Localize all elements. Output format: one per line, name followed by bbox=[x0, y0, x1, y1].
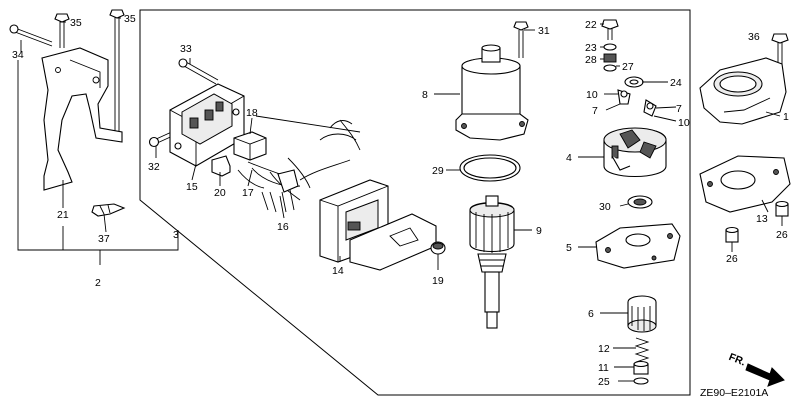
part-number-31: 31 bbox=[538, 25, 550, 37]
starter-motor-group bbox=[455, 21, 529, 329]
bracket-assembly bbox=[9, 9, 179, 265]
part-number-6: 6 bbox=[588, 308, 594, 320]
part-number-28: 28 bbox=[585, 54, 597, 66]
part-number-14: 14 bbox=[332, 265, 344, 277]
part-number-1: 1 bbox=[783, 111, 789, 123]
part-number-20: 20 bbox=[214, 187, 226, 199]
part-number-7: 7 bbox=[676, 103, 682, 115]
part-number-30: 30 bbox=[599, 201, 611, 213]
part-number-35: 35 bbox=[70, 17, 82, 29]
part-number-7: 7 bbox=[592, 105, 598, 117]
part-number-36: 36 bbox=[748, 31, 760, 43]
part-number-37: 37 bbox=[98, 233, 110, 245]
diagram-code: ZE90–E2101A bbox=[700, 387, 768, 399]
part-number-2: 2 bbox=[95, 277, 101, 289]
part-number-19: 19 bbox=[432, 275, 444, 287]
part-number-13: 13 bbox=[756, 213, 768, 225]
part-number-8: 8 bbox=[422, 89, 428, 101]
part-number-27: 27 bbox=[622, 61, 634, 73]
part-number-16: 16 bbox=[277, 221, 289, 233]
part-number-26: 26 bbox=[726, 253, 738, 265]
front-direction-arrow: FR. bbox=[727, 351, 785, 387]
part-number-15: 15 bbox=[186, 181, 198, 193]
front-direction-label: FR. bbox=[727, 351, 747, 368]
part-number-12: 12 bbox=[598, 343, 610, 355]
part-number-11: 11 bbox=[598, 362, 609, 374]
part-number-22: 22 bbox=[585, 19, 597, 31]
part-number-21: 21 bbox=[57, 209, 69, 221]
drive-gear-group bbox=[595, 19, 681, 385]
part-number-17: 17 bbox=[242, 187, 254, 199]
cover-group bbox=[699, 33, 791, 243]
part-number-18: 18 bbox=[246, 107, 258, 119]
part-number-4: 4 bbox=[566, 152, 572, 164]
part-number-23: 23 bbox=[585, 42, 597, 54]
part-number-9: 9 bbox=[536, 225, 542, 237]
part-number-5: 5 bbox=[566, 242, 572, 254]
leader-lines bbox=[20, 17, 783, 382]
part-number-25: 25 bbox=[598, 376, 610, 388]
part-number-29: 29 bbox=[432, 165, 444, 177]
part-number-3: 3 bbox=[173, 229, 179, 241]
part-number-32: 32 bbox=[148, 161, 160, 173]
part-number-34: 34 bbox=[12, 49, 24, 61]
assembly-frame bbox=[139, 9, 691, 396]
part-number-35: 35 bbox=[124, 13, 136, 25]
part-number-10: 10 bbox=[678, 117, 690, 129]
part-number-26: 26 bbox=[776, 229, 788, 241]
control-unit-group bbox=[148, 58, 446, 271]
part-number-10: 10 bbox=[586, 89, 598, 101]
part-number-24: 24 bbox=[670, 77, 682, 89]
part-number-33: 33 bbox=[180, 43, 192, 55]
